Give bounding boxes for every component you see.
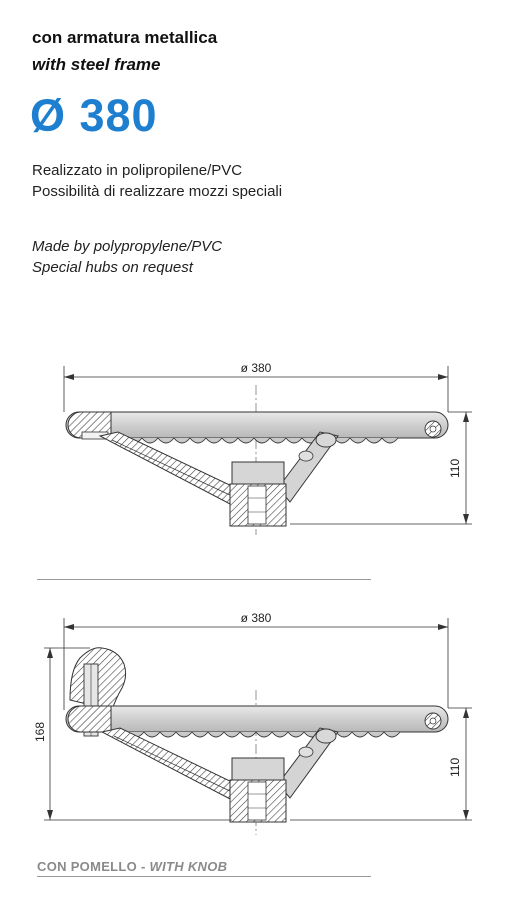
handwheel-drawing: ø 380 110 bbox=[63, 361, 472, 535]
caption: CON POMELLO - WITH KNOB bbox=[37, 859, 227, 874]
height-dimension-label-2: 110 bbox=[448, 758, 462, 777]
height-dimension-label: 110 bbox=[448, 459, 462, 478]
description-english-line2: Special hubs on request bbox=[32, 259, 193, 276]
diameter-title: Ø 380 bbox=[30, 90, 158, 141]
description-italian-line2: Possibilità di realizzare mozzi speciali bbox=[32, 183, 283, 200]
description-english-line1: Made by polypropylene/PVC bbox=[32, 238, 223, 255]
description-english: Made by polypropylene/PVC Special hubs o… bbox=[32, 236, 222, 278]
caption-separator: - bbox=[137, 859, 150, 874]
caption-italian: CON POMELLO bbox=[37, 859, 138, 874]
description-italian: Realizzato in polipropilene/PVC Possibil… bbox=[32, 160, 282, 202]
knob-height-dimension-label: 168 bbox=[33, 722, 47, 742]
caption-underline bbox=[37, 876, 371, 877]
separator-line bbox=[37, 579, 371, 580]
diameter-dimension-label: ø 380 bbox=[241, 361, 272, 375]
description-italian-line1: Realizzato in polipropilene/PVC bbox=[32, 162, 243, 179]
caption-english: WITH KNOB bbox=[149, 859, 228, 874]
subtitle-italian: con armatura metallica bbox=[32, 28, 218, 47]
handwheel-with-knob-drawing: ø 380 110 bbox=[33, 611, 472, 835]
diameter-dimension-label-2: ø 380 bbox=[241, 611, 272, 625]
subtitle-english: with steel frame bbox=[32, 55, 161, 74]
